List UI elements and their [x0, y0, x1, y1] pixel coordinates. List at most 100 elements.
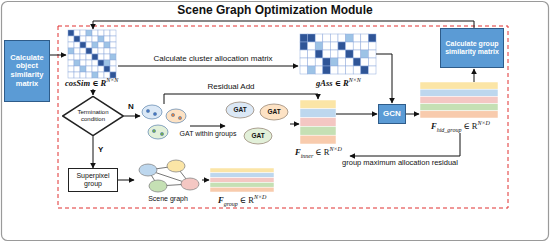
feature-row	[210, 173, 274, 178]
matrix-cell	[300, 50, 308, 58]
matrix-cell	[86, 72, 92, 78]
matrix-cell	[308, 66, 316, 74]
gat-blobs	[226, 102, 288, 144]
matrix-cell	[68, 42, 74, 48]
matrix-cell	[323, 50, 331, 58]
matrix-cell	[86, 60, 92, 66]
matrix-cell	[68, 72, 74, 78]
matrix-cell	[92, 30, 98, 36]
matrix-cell	[92, 48, 98, 54]
matrix-cell	[98, 72, 104, 78]
matrix-cell	[80, 48, 86, 54]
math-part: gAss ∈ R	[316, 78, 349, 88]
matrix-cell	[74, 36, 80, 42]
math-part: N×D	[478, 120, 490, 126]
matrix-cell	[338, 66, 346, 74]
matrix-cell	[353, 50, 361, 58]
node-text: Calculate group similarity matrix	[442, 40, 502, 56]
matrix-cell	[361, 58, 369, 66]
matrix-cell	[346, 58, 354, 66]
node-text: GCN	[383, 109, 401, 118]
math-part: hid_group	[437, 127, 462, 133]
scene-graph	[139, 160, 199, 192]
math-label: Fhid_group∈ RN×D	[431, 120, 490, 134]
matrix-cell	[330, 66, 338, 74]
matrix-cell	[104, 54, 110, 60]
math-part: cosSim ∈ R	[65, 78, 106, 88]
matrix-cell	[80, 60, 86, 66]
matrix-cell	[368, 66, 376, 74]
matrix-cell	[110, 54, 116, 60]
node-text: Calculate object similarity matrix	[6, 54, 48, 89]
matrix-cell	[98, 36, 104, 42]
matrix-cell	[346, 42, 354, 50]
matrix-cell	[353, 34, 361, 42]
matrix-cell	[104, 36, 110, 42]
matrix-cell	[104, 60, 110, 66]
math-label: Fgroup∈ RN×D	[218, 194, 266, 208]
matrix-cell	[346, 34, 354, 42]
matrix-cell	[330, 42, 338, 50]
matrix-cell	[315, 50, 323, 58]
module-boundary	[58, 26, 508, 208]
matrix-cell	[74, 30, 80, 36]
matrix-cell	[346, 66, 354, 74]
feature-row	[300, 118, 336, 127]
clusters	[142, 105, 186, 139]
process-box: Superpixel group	[68, 168, 118, 192]
text-label: Scene graph	[130, 195, 206, 203]
math-label: cosSim ∈ RN×N	[65, 77, 118, 88]
text-label: Residual Add	[196, 83, 266, 92]
matrix-cell	[361, 34, 369, 42]
matrix-cell	[98, 48, 104, 54]
feature-row	[210, 168, 274, 173]
flow-arrows	[50, 21, 474, 180]
feature-row	[420, 111, 498, 118]
matrix-cell	[368, 42, 376, 50]
matrix-cell	[74, 66, 80, 72]
feature-row	[300, 126, 336, 135]
feature-row	[420, 104, 498, 111]
math-part: F	[431, 121, 437, 131]
matrix-cell	[110, 48, 116, 54]
text-label: group maximum allocation residual	[330, 159, 470, 167]
matrix-cell	[104, 48, 110, 54]
matrix-cell	[315, 34, 323, 42]
matrix-cell	[308, 42, 316, 50]
matrix-cell	[353, 42, 361, 50]
matrix-cell	[92, 66, 98, 72]
feature-row	[420, 82, 498, 89]
matrix-cell	[68, 54, 74, 60]
math-part: N×N	[349, 77, 361, 83]
text-label: Calculate cluster allocation matrix	[128, 55, 298, 64]
matrix-cell	[92, 42, 98, 48]
math-part: ∈ R	[240, 195, 254, 205]
edge-label: Y	[97, 146, 104, 155]
matrix-cell	[74, 72, 80, 78]
matrix-cell	[368, 50, 376, 58]
matrix-cell	[68, 36, 74, 42]
text-label: GAT	[261, 108, 287, 115]
matrix-cell	[98, 66, 104, 72]
matrix-cell	[300, 42, 308, 50]
matrix-cell	[68, 60, 74, 66]
text-label: GAT	[227, 106, 253, 113]
process-box: Calculate object similarity matrix	[4, 40, 50, 102]
math-part: ∈ R	[315, 147, 329, 157]
matrix-cell	[74, 48, 80, 54]
matrix-cell	[315, 66, 323, 74]
matrix-cell	[86, 54, 92, 60]
matrix-cell	[98, 42, 104, 48]
decision-diamond: Termination condition	[62, 96, 124, 136]
matrix-cell	[68, 66, 74, 72]
feature-row	[210, 187, 274, 192]
diagram-title: Scene Graph Optimization Module	[0, 3, 550, 17]
node-text: Superpixel group	[70, 172, 116, 188]
math-label: gAss ∈ RN×N	[316, 77, 361, 88]
matrix-cell	[330, 50, 338, 58]
math-part: group	[224, 201, 238, 207]
math-part: N×D	[329, 146, 341, 152]
matrix-cell	[92, 60, 98, 66]
matrix-cell	[338, 34, 346, 42]
math-part: ∈ R	[463, 121, 477, 131]
